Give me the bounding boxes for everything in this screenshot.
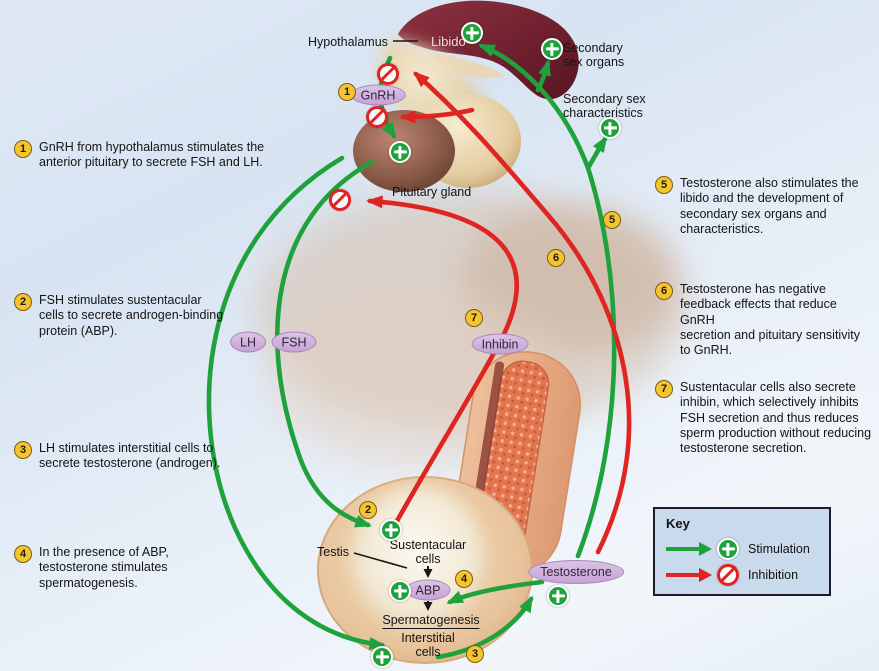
annotation-1-text: GnRH from hypothalamus stimulates the an… [39,140,265,170]
hypothalamus-label: Hypothalamus [308,35,388,49]
arrow-fsh-to-sustentacular [274,159,375,528]
gnrh-hormone-label: GnRH [350,84,406,106]
annotation-2-text: FSH stimulates sustentacular cells to se… [39,293,224,338]
pituitary-inhibition-no-entry-icon [329,189,351,211]
step-marker-5: 5 [603,211,621,229]
annotation-3: 3 LH stimulates interstitial cells to se… [14,441,259,472]
arrow-testosterone-to-gnrh [399,107,475,124]
fsh-hormone-label: FSH [271,331,317,353]
secondary-sex-organs-label: Secondary sex organs [563,41,625,69]
annotation-6: 6 Testosterone has negative feedback eff… [655,282,875,358]
arrow-testosterone-to-spermatogenesis [446,579,545,605]
arrow-lh-to-interstitial [206,155,386,651]
hypothalamus-inhibition-no-entry-icon [377,63,399,85]
annotation-5-number: 5 [655,176,673,194]
annotation-3-text: LH stimulates interstitial cells to secr… [39,441,221,471]
annotation-7-text: Sustentacular cells also secrete inhibin… [680,380,872,455]
arrow-to-secondary-sex-organs [535,59,551,93]
abp-hormone-label: ABP [405,579,451,601]
key-inhibition-label: Inhibition [748,568,799,582]
testosterone-hormone-label: Testosterone [528,560,624,584]
annotation-1-number: 1 [14,140,32,158]
lh-hormone-label: LH [230,331,266,353]
secondary-sex-characteristics-stimulation-plus-icon [599,117,621,139]
annotation-4-number: 4 [14,545,32,563]
connector-lines [353,40,433,611]
step-marker-3: 3 [466,645,484,663]
gnrh-inhibition-no-entry-icon [366,106,388,128]
interstitial-stimulation-plus-icon [371,646,393,668]
annotation-1: 1 GnRH from hypothalamus stimulates the … [14,140,272,171]
annotation-2-number: 2 [14,293,32,311]
annotation-4-text: In the presence of ABP, testosterone sti… [39,545,169,590]
annotation-3-number: 3 [14,441,32,459]
annotation-5: 5 Testosterone also stimulates the libid… [655,176,875,237]
key-box: Key Stimulation Inhibition [653,507,831,596]
stimulation-arrow-icon [666,542,712,556]
step-marker-1: 1 [338,83,356,101]
arrow-interstitial-to-testosterone [435,595,534,660]
step-marker-7: 7 [465,309,483,327]
key-title: Key [666,516,690,531]
key-inhibition-row: Inhibition [666,562,818,588]
abp-stimulation-plus-icon [389,580,411,602]
annotation-7-number: 7 [655,380,673,398]
arrow-to-libido [478,43,524,73]
inhibin-hormone-label: Inhibin [471,333,529,355]
step-marker-2: 2 [359,501,377,519]
testosterone-stimulation-plus-icon [547,585,569,607]
annotation-5-text: Testosterone also stimulates the libido … [680,176,859,236]
arrow-testosterone-feedback-stem [518,67,617,559]
stimulation-plus-icon [717,538,739,560]
secondary-sex-organs-stimulation-plus-icon [541,38,563,60]
annotation-6-number: 6 [655,282,673,300]
annotation-4: 4 In the presence of ABP, testosterone s… [14,545,259,591]
sustentacular-stimulation-plus-icon [380,519,402,541]
step-marker-6: 6 [547,249,565,267]
interstitial-cells-label: Interstitial cells [401,631,455,659]
annotation-7: 7 Sustentacular cells also secrete inhib… [655,380,875,456]
pituitary-stimulation-plus-icon [389,141,411,163]
inhibition-no-entry-icon [717,564,739,586]
libido-label: Libido [431,34,466,49]
step-marker-4: 4 [455,570,473,588]
key-stimulation-label: Stimulation [748,542,810,556]
secondary-sex-characteristics-label: Secondary sex characteristics [563,92,646,120]
inhibition-arrow-icon [666,568,712,582]
key-stimulation-row: Stimulation [666,536,818,562]
annotation-6-text: Testosterone has negative feedback effec… [680,282,860,357]
testis-pointer-line [353,552,408,569]
pituitary-gland-label: Pituitary gland [392,185,472,199]
sustentacular-cells-label: Sustentacular cells [389,538,467,566]
libido-stimulation-plus-icon [461,22,483,44]
arrow-testosterone-to-hypothalamus [413,71,632,555]
annotation-2: 2 FSH stimulates sustentacular cells to … [14,293,259,339]
arrow-to-secondary-sex-characteristics [585,135,608,171]
spermatogenesis-label: Spermatogenesis [382,613,480,629]
testis-label: Testis [317,545,349,559]
